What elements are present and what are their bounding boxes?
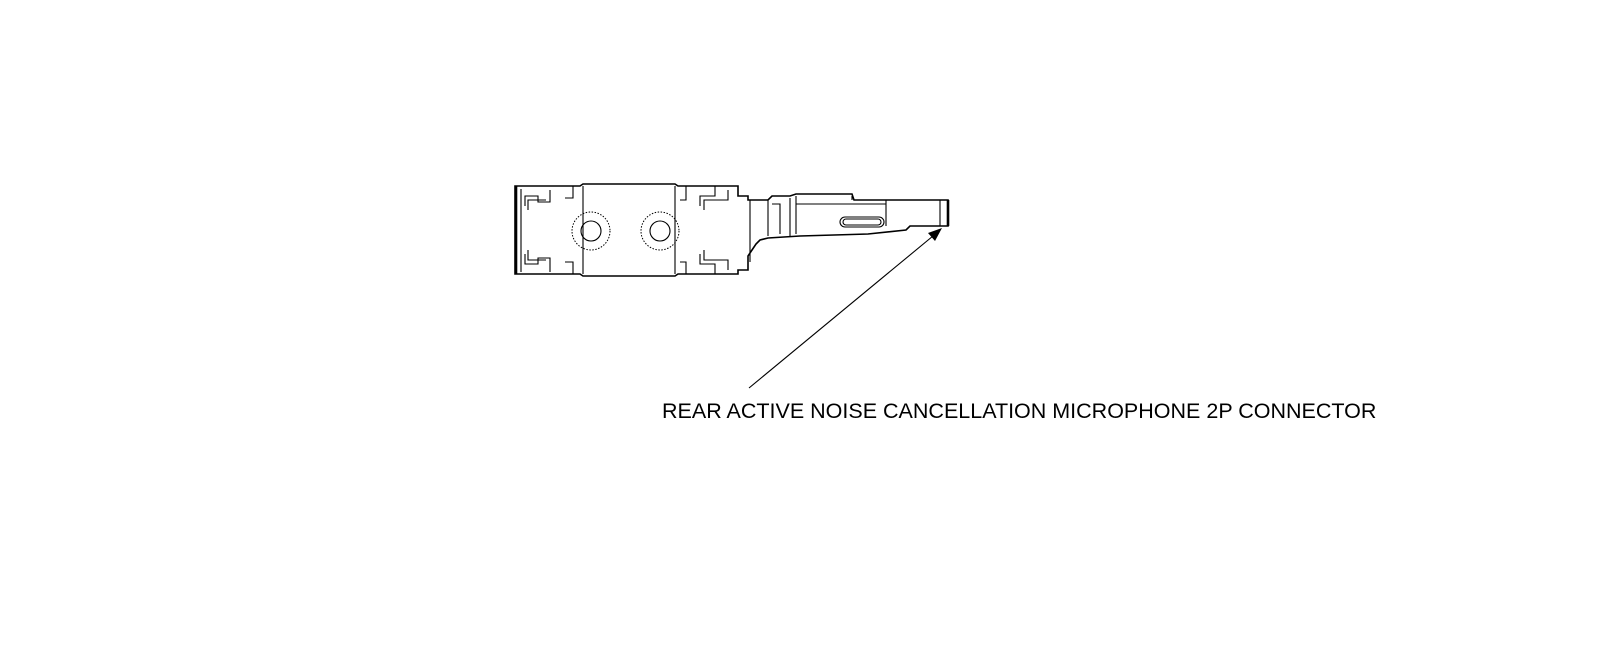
terminal-hole-2 bbox=[640, 211, 680, 251]
latch-slot bbox=[839, 216, 885, 228]
arrowhead-icon bbox=[928, 228, 942, 241]
callout-leader bbox=[748, 228, 942, 389]
connector-callout-label: REAR ACTIVE NOISE CANCELLATION MICROPHON… bbox=[662, 399, 1377, 423]
connector-housing bbox=[514, 183, 949, 277]
terminal-hole-1 bbox=[571, 211, 611, 251]
connector-body bbox=[514, 183, 950, 277]
